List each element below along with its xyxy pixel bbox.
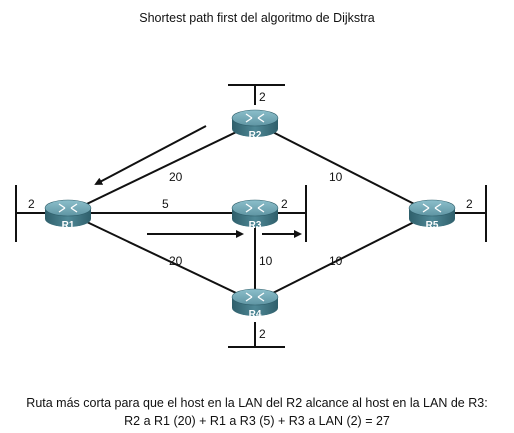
cost-r4-r5: 10: [329, 254, 343, 268]
router-label: R3: [249, 220, 262, 231]
router-arrows-icon: [245, 203, 265, 213]
router-r5[interactable]: R5: [408, 199, 456, 231]
cost-r1-r4: 20: [169, 254, 183, 268]
router-r1[interactable]: R1: [44, 199, 92, 231]
caption-line-1: Ruta más corta para que el host en la LA…: [26, 396, 488, 410]
router-r2[interactable]: R2: [231, 109, 279, 141]
link-r1-r2: [67, 122, 256, 214]
cost-r2-r5: 10: [329, 170, 343, 184]
lan-cost-r2: 2: [259, 90, 266, 104]
diagram-title: Shortest path first del algoritmo de Dij…: [139, 11, 375, 25]
caption-line-2: R2 a R1 (20) + R1 a R3 (5) + R3 a LAN (2…: [124, 414, 390, 428]
router-label: R2: [249, 130, 262, 141]
lan-cost-r5: 2: [466, 197, 473, 211]
lan-cost-r3: 2: [281, 197, 288, 211]
path-arrow-r2-to-r1: [94, 125, 207, 185]
router-label: R5: [426, 220, 439, 231]
cost-r1-r2: 20: [169, 170, 183, 184]
router-arrows-icon: [422, 203, 442, 213]
router-arrows-icon: [245, 113, 265, 123]
router-label: R1: [62, 220, 75, 231]
router-arrows-icon: [245, 292, 265, 302]
lan-cost-r1: 2: [28, 197, 35, 211]
router-r3[interactable]: R3: [231, 199, 279, 231]
cost-r3-r4: 10: [259, 254, 273, 268]
link-r1-r4: [67, 212, 256, 303]
router-r4[interactable]: R4: [231, 288, 279, 320]
router-label: R4: [249, 309, 262, 320]
lan-cost-r4: 2: [259, 327, 266, 341]
cost-r1-r3: 5: [162, 197, 169, 211]
router-arrows-icon: [58, 203, 78, 213]
link-r2-r5: [254, 122, 433, 214]
link-r4-r5: [254, 212, 433, 303]
